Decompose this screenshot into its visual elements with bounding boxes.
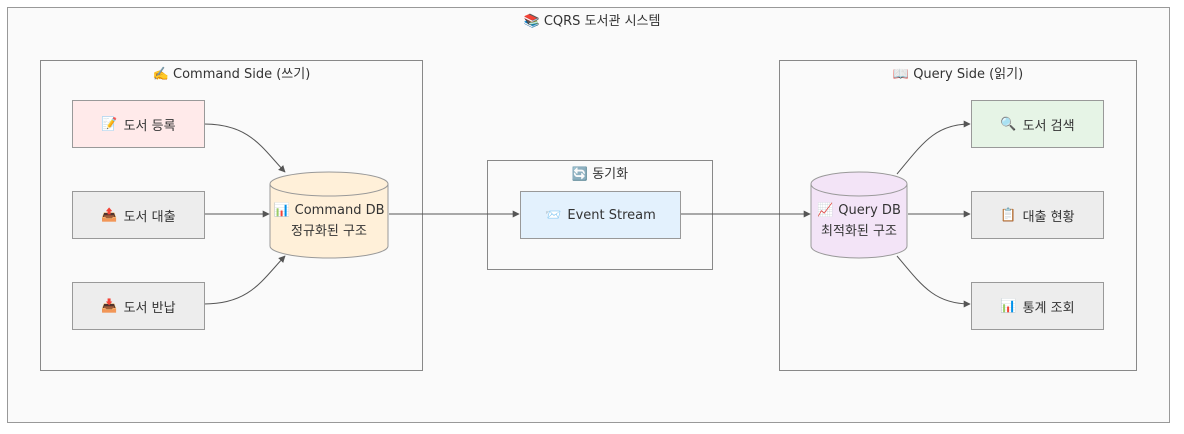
sync-arrows-icon: 🔄 xyxy=(571,167,589,182)
memo-icon: 📝 xyxy=(101,116,118,132)
bar-chart-icon: 📊 xyxy=(273,203,290,218)
return-book-node[interactable]: 📥 도서 반납 xyxy=(72,282,205,330)
outbox-tray-icon: 📤 xyxy=(101,207,118,223)
search-book-label: 도서 검색 xyxy=(1022,118,1075,134)
statistics-node[interactable]: 📊 통계 조회 xyxy=(971,282,1104,330)
query-db-cylinder xyxy=(810,171,908,259)
command-side-title-text: Command Side (쓰기) xyxy=(173,67,311,82)
edge-query-db-to-search xyxy=(896,120,971,175)
query-db-desc: 최적화된 구조 xyxy=(821,224,897,239)
loan-status-node[interactable]: 📋 대출 현황 xyxy=(971,191,1104,239)
command-db-title: 📊 Command DB xyxy=(273,200,384,221)
command-db-top xyxy=(269,171,389,197)
envelope-icon: 📨 xyxy=(545,207,562,223)
checkout-book-label: 도서 대출 xyxy=(123,209,176,225)
query-side-title-text: Query Side (읽기) xyxy=(913,67,1024,82)
query-db-title: 📈 Query DB xyxy=(817,200,901,221)
writing-hand-icon: ✍️ xyxy=(152,67,169,82)
search-book-node[interactable]: 🔍 도서 검색 xyxy=(971,100,1104,148)
query-db-top xyxy=(810,171,908,197)
loan-status-label: 대출 현황 xyxy=(1022,209,1075,225)
query-db-node[interactable]: 📈 Query DB 최적화된 구조 xyxy=(811,196,907,246)
register-book-node[interactable]: 📝 도서 등록 xyxy=(72,100,205,148)
edge-register-to-command-db xyxy=(203,123,286,173)
clipboard-icon: 📋 xyxy=(1000,207,1017,223)
register-book-label: 도서 등록 xyxy=(123,118,176,134)
magnifier-icon: 🔍 xyxy=(1000,116,1017,132)
inbox-tray-icon: 📥 xyxy=(101,298,118,314)
edge-query-db-to-statistics xyxy=(896,255,971,308)
command-db-cylinder xyxy=(269,171,389,259)
event-stream-node[interactable]: 📨 Event Stream xyxy=(520,191,681,239)
checkout-book-node[interactable]: 📤 도서 대출 xyxy=(72,191,205,239)
command-db-body xyxy=(269,184,389,259)
sync-title: 🔄 동기화 xyxy=(487,163,713,182)
edge-return-to-command-db xyxy=(203,255,286,305)
query-db-body xyxy=(810,184,908,259)
query-db-name: Query DB xyxy=(838,203,901,218)
query-side-title: 📖 Query Side (읽기) xyxy=(779,63,1137,82)
command-db-name: Command DB xyxy=(294,203,385,218)
statistics-label: 통계 조회 xyxy=(1022,300,1075,316)
bar-chart-icon: 📊 xyxy=(1000,298,1017,314)
system-title-text: CQRS 도서관 시스템 xyxy=(543,14,661,29)
return-book-label: 도서 반납 xyxy=(123,300,176,316)
command-side-title: ✍️ Command Side (쓰기) xyxy=(40,63,423,82)
books-icon: 📚 xyxy=(523,14,540,29)
open-book-icon: 📖 xyxy=(892,67,910,82)
command-db-node[interactable]: 📊 Command DB 정규화된 구조 xyxy=(270,196,388,246)
command-db-desc: 정규화된 구조 xyxy=(291,224,367,239)
system-title: 📚 CQRS 도서관 시스템 xyxy=(0,10,1184,29)
sync-title-text: 동기화 xyxy=(592,167,629,182)
event-stream-label: Event Stream xyxy=(567,207,656,223)
chart-increasing-icon: 📈 xyxy=(817,203,834,218)
